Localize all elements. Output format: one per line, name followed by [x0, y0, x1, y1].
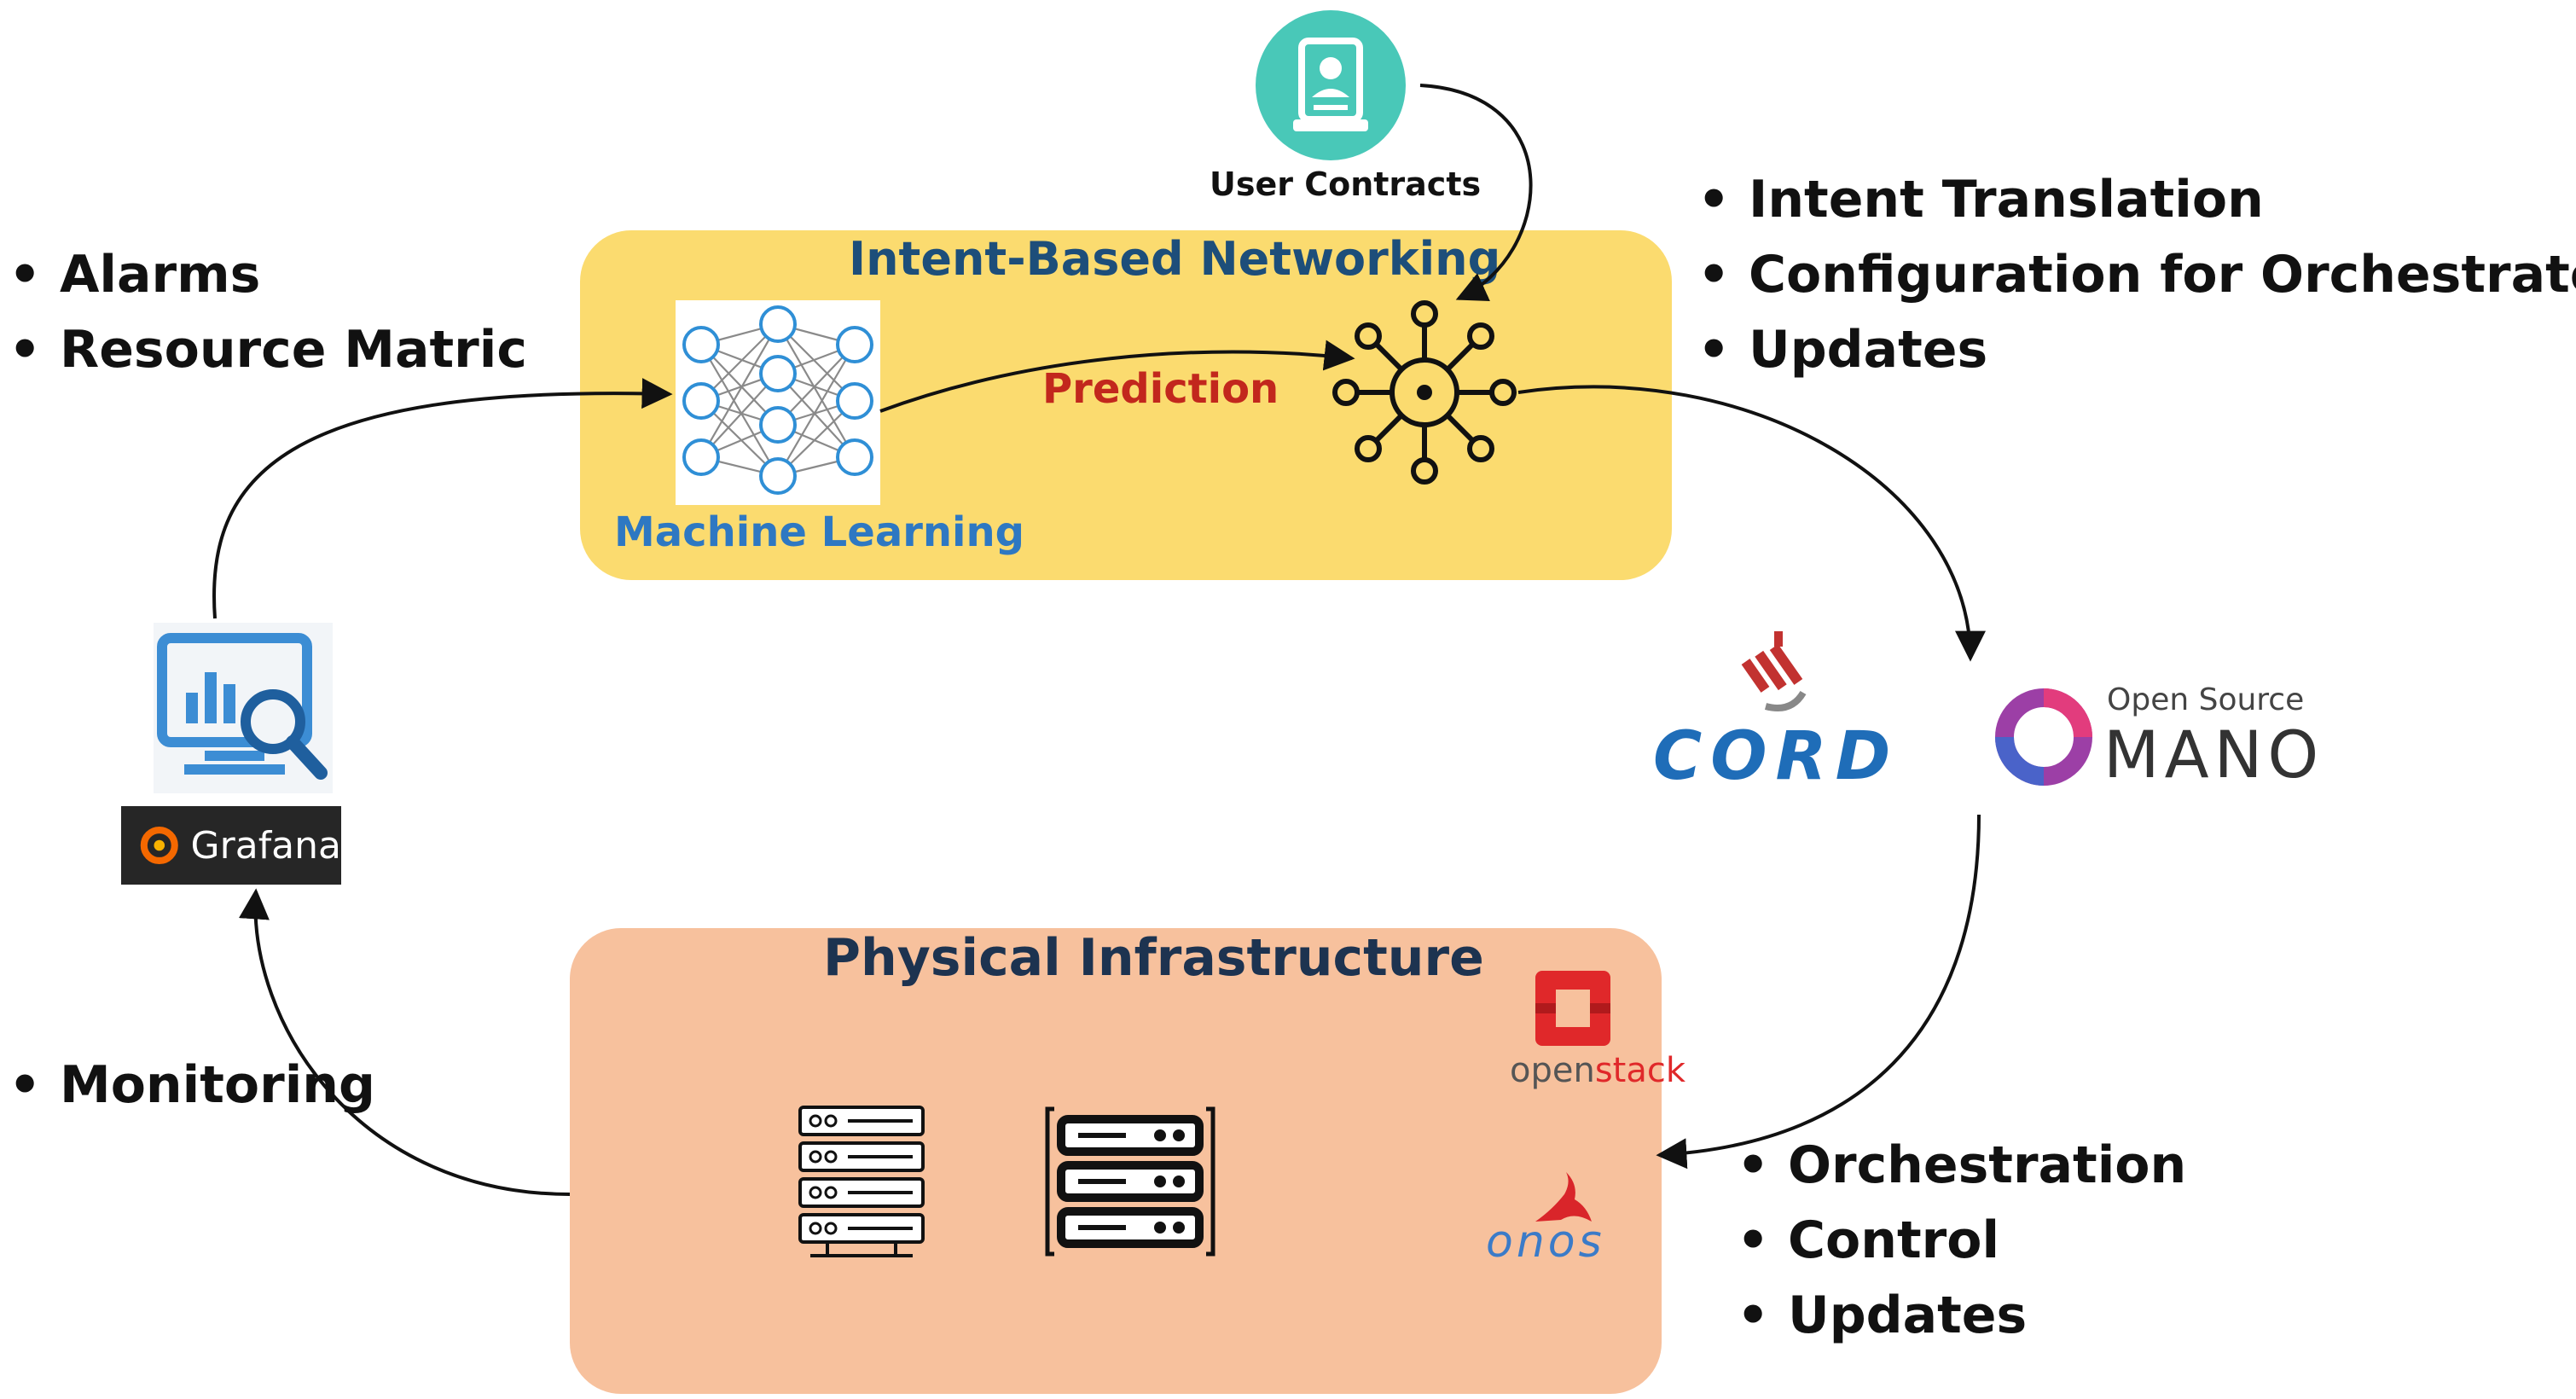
machine-learning-label: Machine Learning — [614, 508, 1025, 556]
bullet-text: Intent Translation — [1749, 170, 2264, 229]
bullet-text: Resource Matric — [60, 320, 527, 380]
grafana-label: Grafana — [190, 823, 341, 868]
osm-logo-big: MANO — [2103, 717, 2324, 792]
osm-logo-mark — [1995, 688, 2092, 786]
bullets-mid-left: •Monitoring — [9, 1048, 375, 1123]
openstack-logo-mark — [1535, 971, 1610, 1046]
user-contract-icon — [1256, 10, 1406, 160]
bullet-item: •Monitoring — [9, 1055, 375, 1115]
bullet-text: Updates — [1749, 320, 1988, 380]
infra-panel-title: Physical Infrastructure — [823, 928, 1484, 988]
user-contracts-label: User Contracts — [1210, 165, 1482, 203]
grafana-logo: Grafana — [121, 806, 341, 885]
onos-bird-icon — [1535, 1172, 1592, 1222]
bullet-text: Orchestration — [1788, 1135, 2187, 1195]
bullet-text: Updates — [1788, 1286, 2028, 1345]
bullet-item: •Resource Matric — [9, 320, 527, 380]
ibn-panel-title: Intent-Based Networking — [849, 232, 1501, 286]
bullet-text: Alarms — [60, 245, 261, 305]
bullet-text: Configuration for Orchestrators — [1749, 245, 2576, 305]
analytics-monitor-icon — [154, 623, 333, 793]
bullet-text: Control — [1788, 1210, 2000, 1270]
onos-logo-text: onos — [1486, 1216, 1605, 1268]
bullet-item: •Orchestration — [1737, 1135, 2187, 1195]
osm-logo-small: Open Source — [2107, 682, 2305, 717]
openstack-text-stack: stack — [1594, 1051, 1686, 1090]
openstack-text-open: open — [1510, 1051, 1595, 1090]
bullets-bottom-right: •Orchestration •Control •Updates — [1737, 1128, 2186, 1353]
bullet-text: Monitoring — [60, 1055, 375, 1115]
bullets-top-right: •Intent Translation •Configuration for O… — [1697, 162, 2576, 387]
arrow-orchestrators-to-infra — [1656, 814, 1981, 1170]
neural-network-icon — [676, 300, 880, 505]
arrow-infra-to-grafana — [238, 888, 571, 1196]
prediction-label: Prediction — [1042, 365, 1279, 413]
bullet-item: •Alarms — [9, 245, 261, 305]
server-rack-icon — [798, 1106, 925, 1257]
openstack-logo-text: openstack — [1510, 1051, 1685, 1090]
bullet-item: •Updates — [1697, 320, 1988, 380]
bullets-top-left: •Alarms •Resource Matric — [9, 237, 527, 387]
bullet-item: •Control — [1737, 1210, 2000, 1270]
grafana-icon — [140, 826, 178, 865]
bullet-item: •Intent Translation — [1697, 170, 2264, 229]
intent-hub-icon — [1332, 300, 1517, 485]
cord-logo-text: CORD — [1653, 718, 1900, 795]
cord-logo-mark — [1741, 631, 1807, 711]
bullet-item: •Updates — [1737, 1286, 2028, 1345]
bullet-item: •Configuration for Orchestrators — [1697, 237, 2576, 312]
server-cabinet-icon — [1045, 1106, 1215, 1257]
